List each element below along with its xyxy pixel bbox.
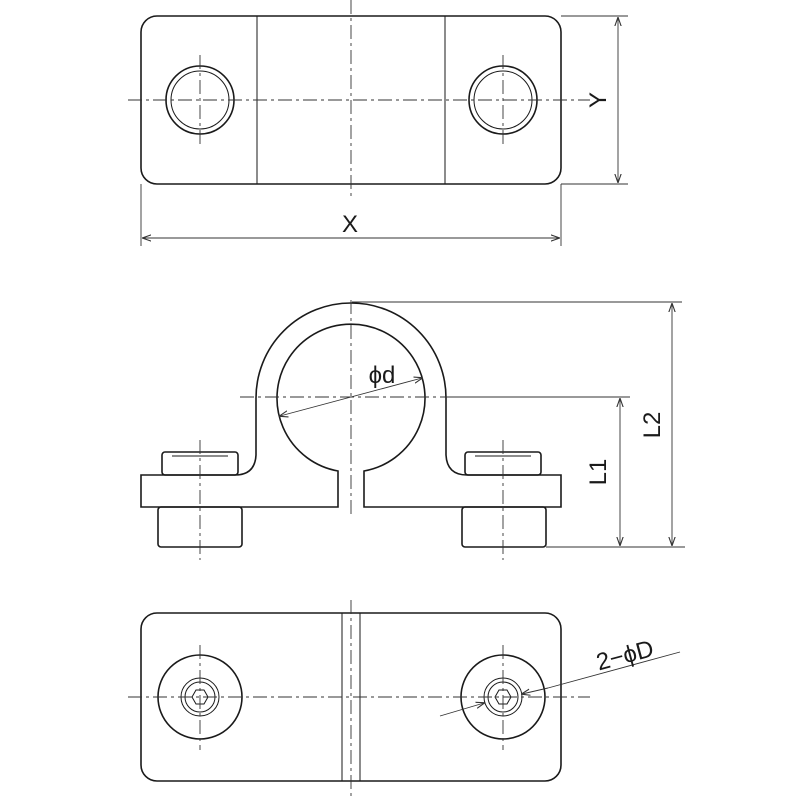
dimension-l2: L2 <box>352 301 682 545</box>
dimension-d: ϕd <box>280 362 422 416</box>
dimension-hole-d-label: 2−ϕD <box>593 635 656 676</box>
dimension-l2-label: L2 <box>639 412 666 439</box>
top-view: X Y <box>128 0 628 246</box>
hex-socket-right-icon <box>494 689 512 705</box>
bottom-view: 2−ϕD <box>128 600 681 800</box>
dimension-x: X <box>140 184 562 246</box>
dimension-l1-label: L1 <box>585 459 612 486</box>
dimension-hole-d: 2−ϕD <box>439 635 681 717</box>
dimension-y: Y <box>561 15 628 185</box>
dimension-x-label: X <box>342 211 358 238</box>
front-view-boss-right <box>461 506 547 548</box>
front-view: ϕd L1 L2 <box>140 300 685 560</box>
dimension-y-label: Y <box>585 92 612 108</box>
dimension-d-label: ϕd <box>369 362 396 389</box>
dimension-l1: L1 <box>446 396 685 548</box>
